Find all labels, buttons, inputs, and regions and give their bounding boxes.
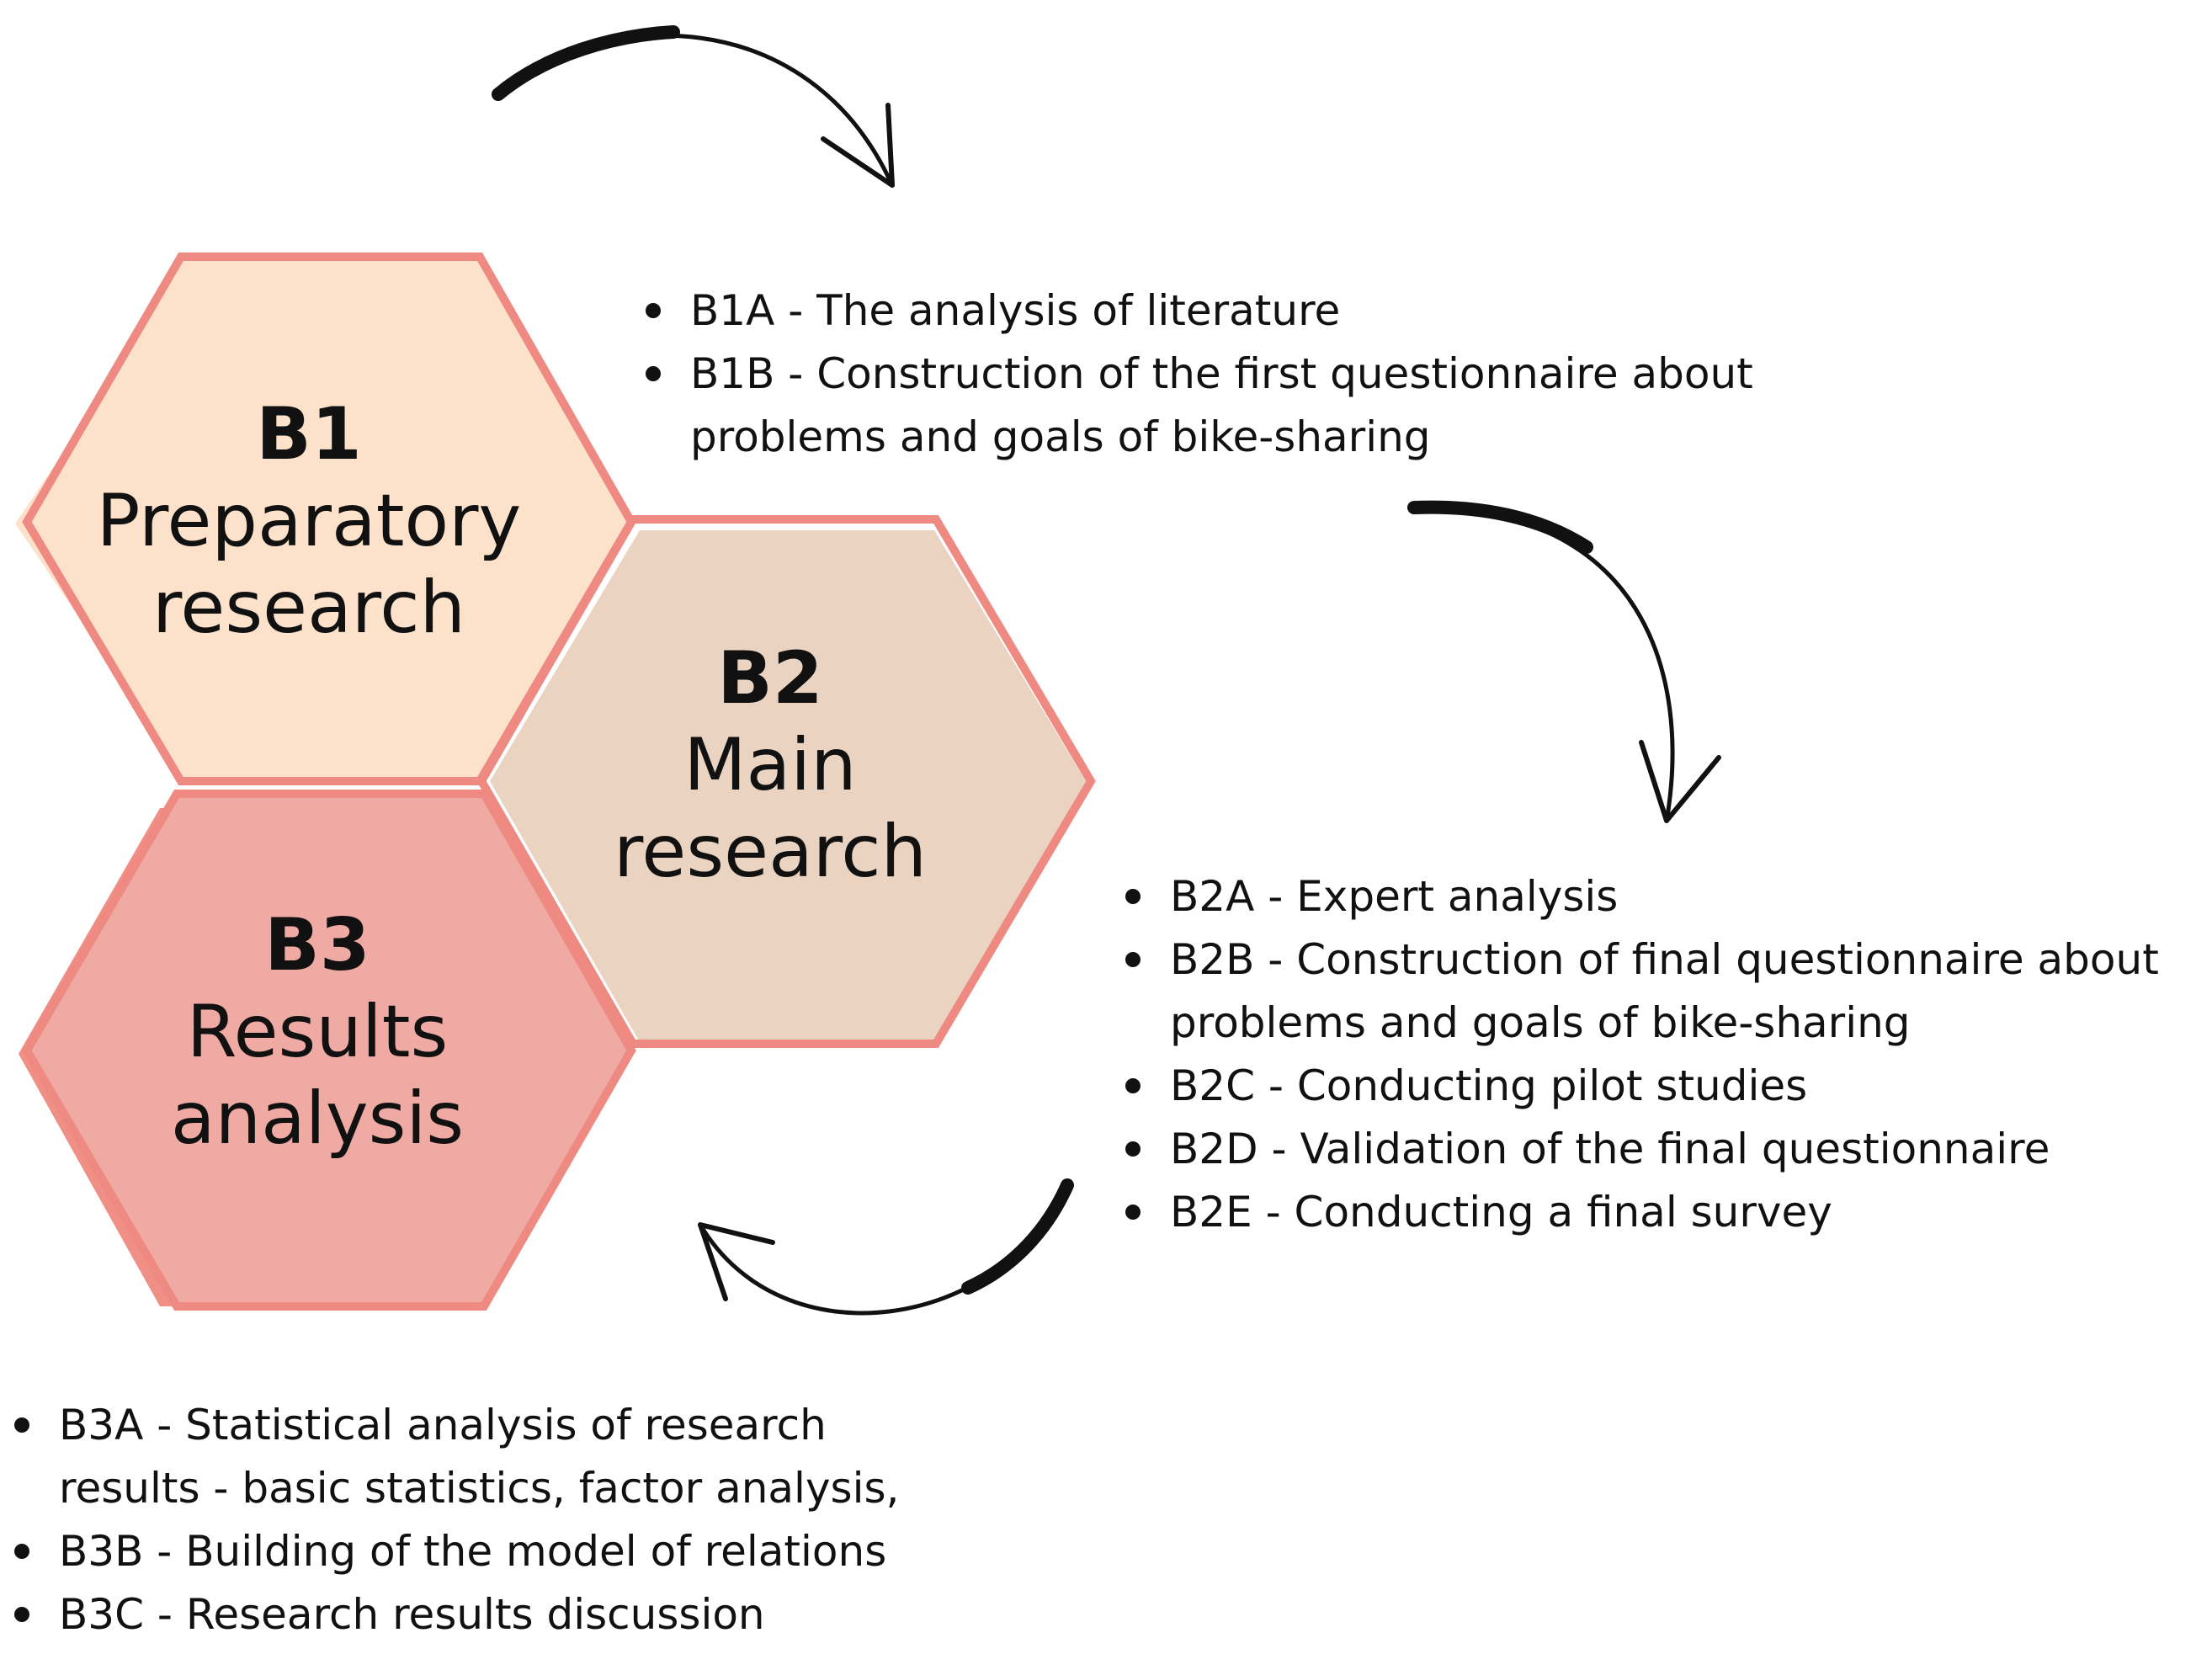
list-item: B1A - The analysis of literature	[635, 279, 2066, 343]
cycle-arrow-3-curve	[698, 1183, 1070, 1316]
cycle-arrow-3-tail	[961, 1178, 1074, 1295]
hexagon-b1-label: B1 Preparatory research	[77, 391, 540, 652]
list-item: B1B - Construction of the first question…	[635, 343, 1953, 469]
stage-title-line1: Results	[186, 990, 449, 1075]
cycle-arrow-2-head	[1639, 740, 1721, 823]
stage-title-line2: research	[152, 566, 466, 651]
b3-step-list: B3A - Statistical analysis of research r…	[4, 1394, 972, 1646]
stage-code: B3	[264, 903, 370, 987]
hexagon-b3-fill	[27, 794, 631, 1306]
cycle-arrow-1-tail	[492, 25, 680, 101]
hexagon-b1	[15, 253, 636, 785]
list-item: B3B - Building of the model of relations	[4, 1520, 972, 1583]
list-item: B2E - Conducting a final survey	[1115, 1181, 2201, 1244]
stage-title-line2: research	[613, 810, 928, 895]
hexagon-b2-label: B2 Main research	[539, 636, 1002, 896]
cycle-arrow-3	[698, 1178, 1074, 1316]
list-item: B2A - Expert analysis	[1115, 865, 2201, 928]
b2-step-list: B2A - Expert analysis B2B - Construction…	[1115, 865, 2201, 1244]
cycle-arrow-1-head	[821, 103, 895, 188]
hexagon-b3	[19, 790, 636, 1311]
cycle-arrow-2-tail	[1407, 500, 1593, 554]
list-item: B3C - Research results discussion	[4, 1583, 972, 1646]
cycle-arrow-2	[1407, 500, 1721, 823]
cycle-arrow-3-head	[698, 1222, 775, 1301]
hexagon-b3-label: B3 Results analysis	[86, 902, 549, 1163]
stage-code: B1	[256, 392, 362, 476]
list-item: B2C - Conducting pilot studies	[1115, 1055, 2201, 1118]
hexagon-b2-fill	[490, 530, 1086, 1042]
stage-title-line2: analysis	[170, 1077, 465, 1162]
cycle-arrow-2-curve	[1413, 505, 1675, 822]
list-item: B2D - Validation of the final questionna…	[1115, 1118, 2201, 1181]
list-item: B2B - Construction of final questionnair…	[1115, 928, 2201, 1055]
stage-code: B2	[717, 636, 823, 721]
stage-title-line1: Preparatory	[96, 479, 522, 564]
list-item: B3A - Statistical analysis of research r…	[4, 1394, 943, 1520]
stage-title-line1: Main	[683, 723, 857, 808]
hexagon-b2	[476, 515, 1096, 1048]
b1-step-list: B1A - The analysis of literature B1B - C…	[635, 279, 2066, 469]
hexagon-b3-outline	[22, 790, 636, 1311]
hexagon-b1-fill	[27, 257, 631, 781]
cycle-arrow-1	[492, 25, 895, 188]
hexagon-b2-outline	[476, 515, 1096, 1048]
